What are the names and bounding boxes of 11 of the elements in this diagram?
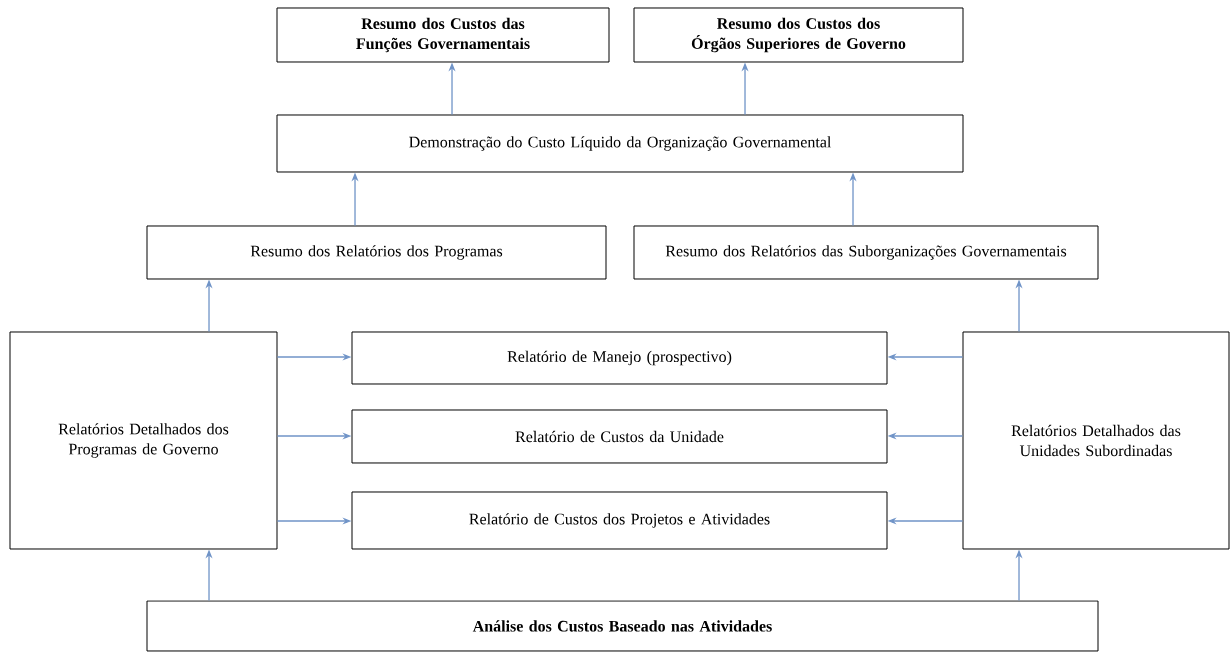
report-box: Demonstração do Custo Líquido da Organização Governamental	[276, 114, 964, 173]
report-box: Resumo dos Relatórios dos Programas	[146, 225, 607, 280]
report-box: Resumo dos Custos das Funções Governamentais	[276, 7, 610, 63]
report-box: Relatório de Custos da Unidade	[351, 409, 888, 464]
report-box: Resumo dos Relatórios das Suborganizações Governamentais	[633, 225, 1099, 280]
report-box: Relatório de Manejo (prospectivo)	[351, 331, 888, 385]
report-box: Relatórios Detalhados dos Programas de Governo	[9, 331, 278, 550]
report-box: Relatórios Detalhados das Unidades Subordinadas	[962, 331, 1230, 550]
report-box: Resumo dos Custos dos Órgãos Superiores de Governo	[633, 7, 964, 63]
report-box: Relatório de Custos dos Projetos e Atividades	[351, 491, 888, 550]
report-box: Análise dos Custos Baseado nas Atividades	[146, 600, 1099, 652]
